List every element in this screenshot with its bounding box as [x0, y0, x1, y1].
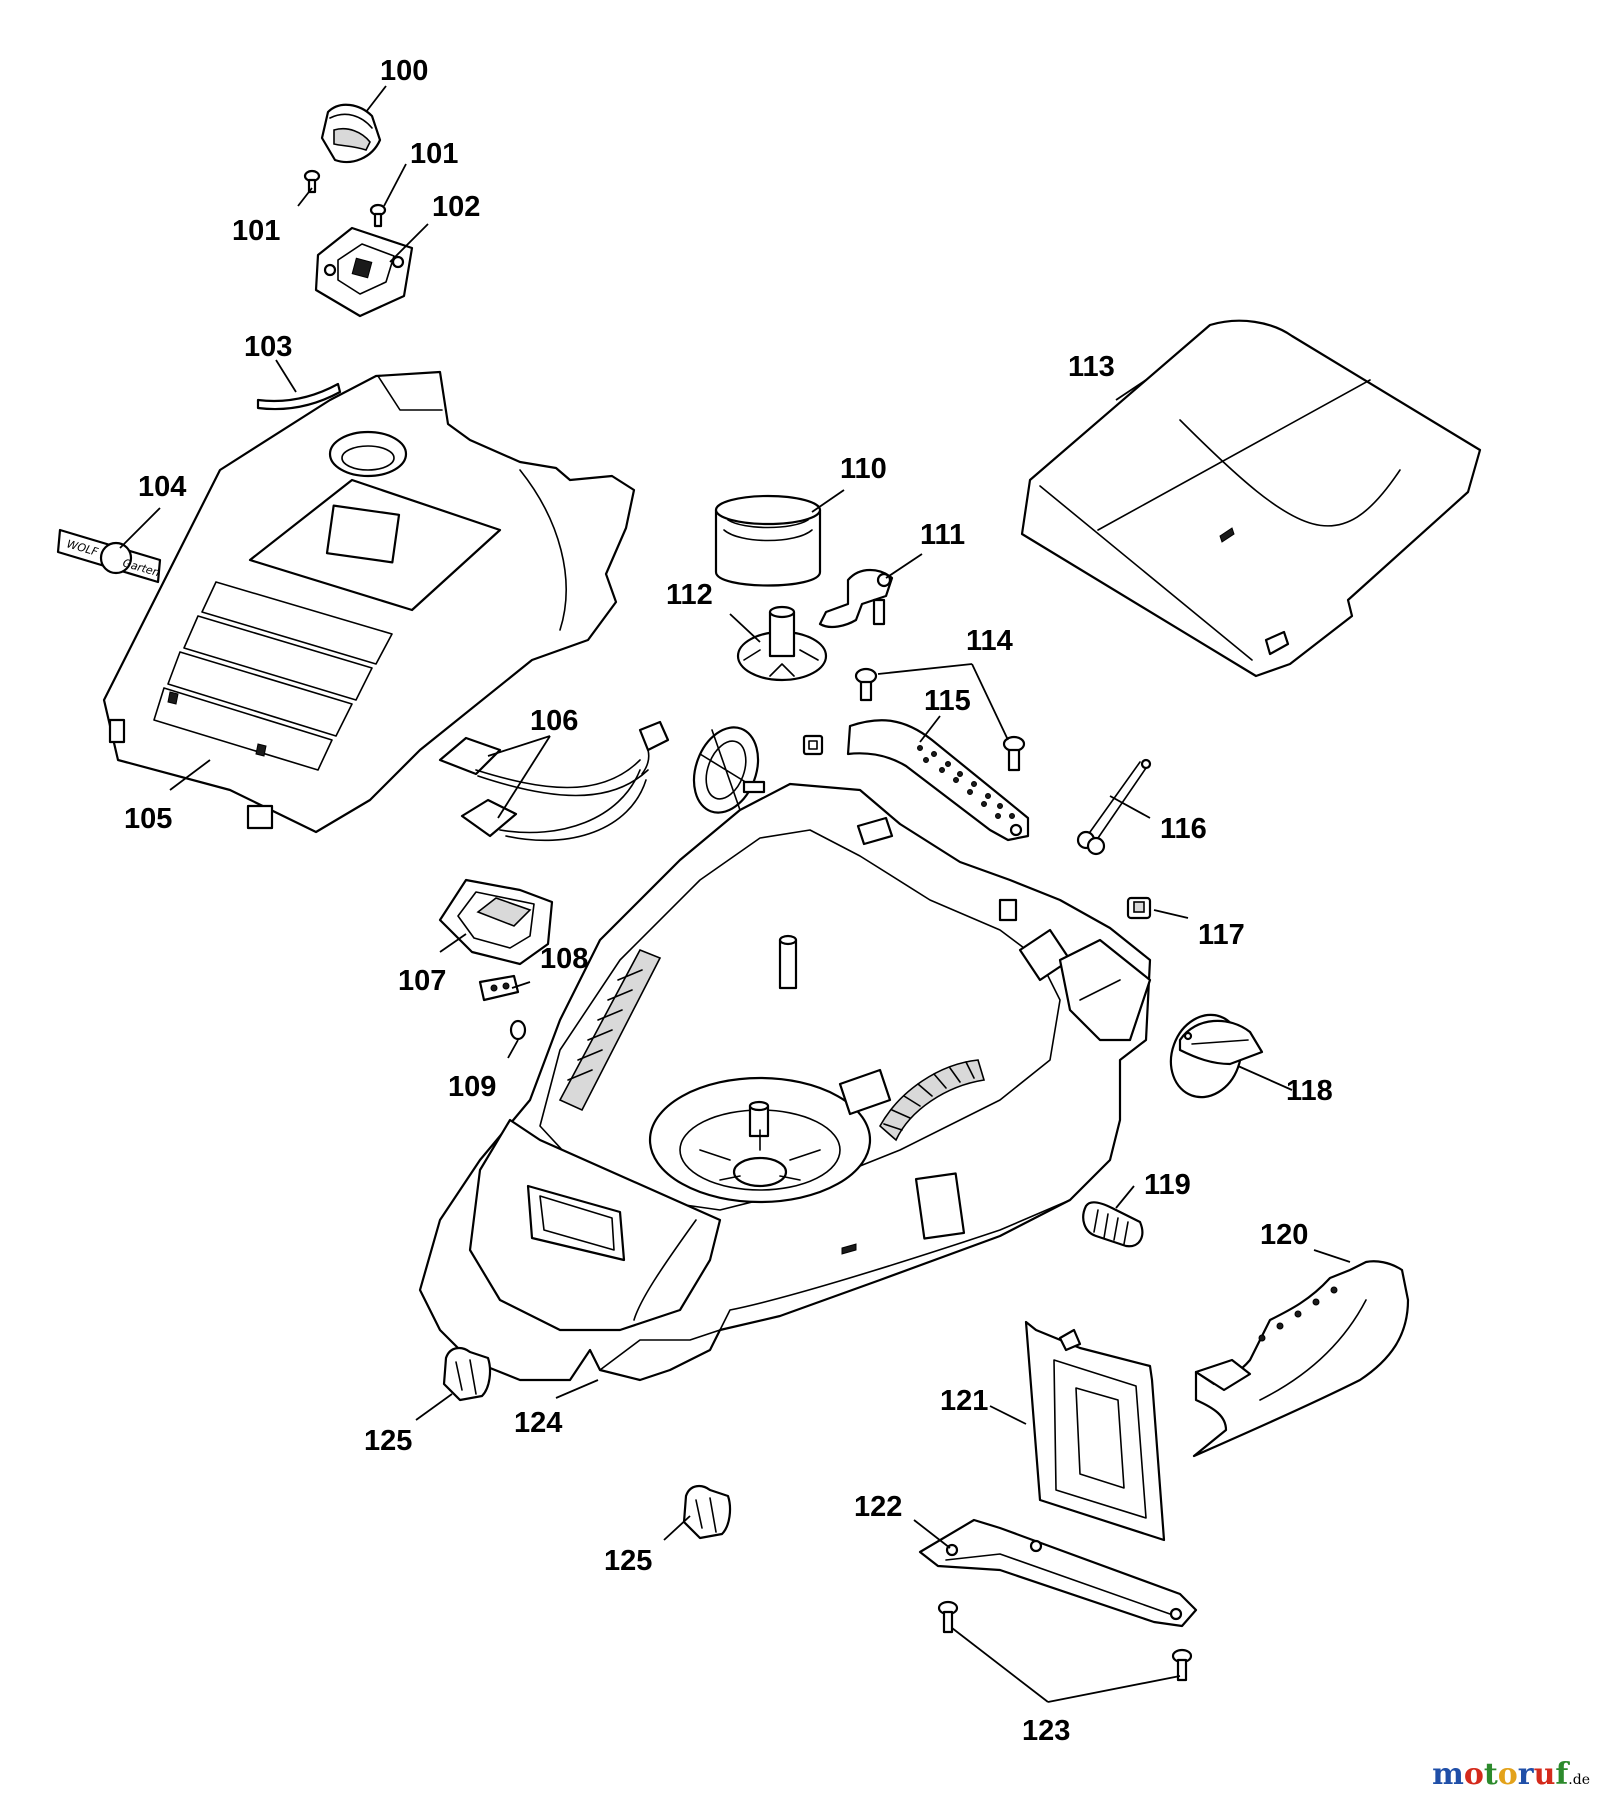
label-107: 107 [398, 965, 446, 997]
part-115-handle-bar [846, 719, 1030, 842]
label-121: 121 [940, 1385, 988, 1417]
label-125-upper: 125 [364, 1425, 412, 1457]
part-125-clip-lower [682, 1484, 732, 1540]
label-110: 110 [840, 453, 887, 485]
label-105: 105 [124, 803, 172, 835]
part-124-mower-deck [418, 782, 1152, 1382]
part-109-small-screw [509, 1019, 527, 1041]
label-104: 104 [138, 471, 186, 503]
part-119-spring-roller [1082, 1201, 1144, 1248]
part-111-clamp [818, 568, 894, 629]
label-108: 108 [540, 943, 588, 975]
watermark-letter: o [1463, 1757, 1484, 1792]
part-125-clip-upper [442, 1346, 492, 1402]
label-118: 118 [1286, 1075, 1333, 1107]
watermark-letter: o [1497, 1757, 1518, 1792]
label-101-left: 101 [232, 215, 280, 247]
part-108-terminal-clip [478, 974, 520, 1002]
part-103-cable-tube [256, 382, 342, 411]
part-105-top-cover [102, 370, 636, 834]
part-101-screw-left [303, 169, 321, 194]
label-124: 124 [514, 1407, 562, 1439]
part-106-cable-harness [438, 720, 670, 842]
label-123: 123 [1022, 1715, 1070, 1747]
part-120-mulch-plug [1192, 1260, 1410, 1458]
part-123-screw-left [937, 1600, 959, 1634]
label-117: 117 [1198, 919, 1245, 951]
label-111: 111 [920, 519, 965, 551]
part-113-grassbox-lid [1020, 319, 1482, 678]
label-114: 114 [966, 625, 1013, 657]
leader-lines [119, 85, 1351, 1703]
watermark-letter: f [1555, 1757, 1569, 1792]
label-112: 112 [666, 579, 713, 611]
label-101-right: 101 [410, 138, 458, 170]
watermark-suffix: .de [1568, 1772, 1590, 1788]
label-116: 116 [1160, 813, 1207, 845]
site-watermark: motoruf.de [1432, 1757, 1590, 1792]
watermark-name: motoruf [1432, 1757, 1568, 1792]
label-125-lower: 125 [604, 1545, 652, 1577]
part-114-bolt-right [1002, 735, 1026, 772]
part-123-screw-right [1171, 1648, 1193, 1682]
label-102: 102 [432, 191, 480, 223]
part-100-switch-cap [320, 103, 382, 164]
part-116-spring [1076, 758, 1152, 856]
small-nut [802, 734, 824, 756]
part-numbers: 100 101 101 102 103 104 105 106 107 108 … [124, 55, 1333, 1747]
part-101-screw-right [369, 203, 387, 228]
watermark-letter: t [1483, 1757, 1498, 1792]
part-104-logo-plate: WOLF Garten [56, 528, 161, 584]
fan-disc [692, 726, 766, 814]
label-120: 120 [1260, 1219, 1308, 1251]
label-100: 100 [380, 55, 428, 87]
part-102-switch-housing [314, 226, 414, 318]
label-109: 109 [448, 1071, 496, 1103]
part-112-fan-hub [736, 605, 828, 682]
label-119: 119 [1144, 1169, 1191, 1201]
watermark-letter: m [1432, 1757, 1464, 1792]
part-118-height-adjuster [1169, 1013, 1264, 1099]
part-122-rear-rail [918, 1518, 1198, 1628]
label-103: 103 [244, 331, 292, 363]
label-113: 113 [1068, 351, 1115, 383]
part-114-bolt-left [854, 667, 878, 702]
label-106: 106 [530, 705, 578, 737]
part-117-nut [1126, 896, 1152, 920]
part-110-motor-sleeve [714, 494, 822, 587]
label-122: 122 [854, 1491, 902, 1523]
watermark-letter: r [1517, 1757, 1534, 1792]
part-107-switch-box [438, 878, 554, 966]
label-115: 115 [924, 685, 971, 717]
part-121-rear-flap [1024, 1320, 1166, 1542]
watermark-letter: u [1533, 1757, 1556, 1792]
